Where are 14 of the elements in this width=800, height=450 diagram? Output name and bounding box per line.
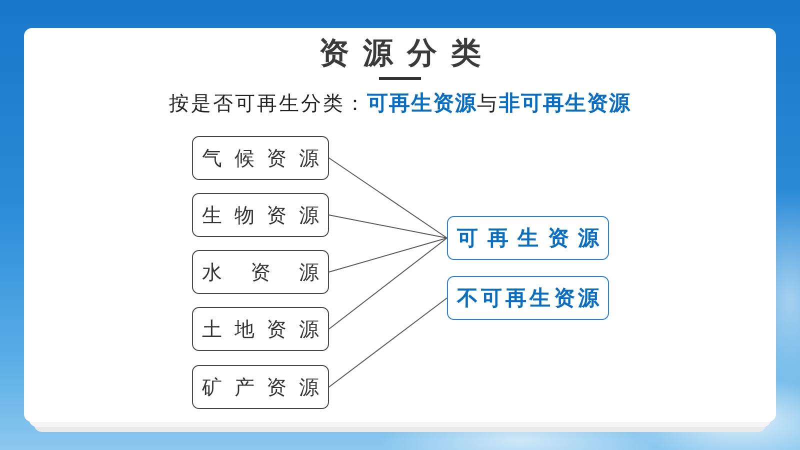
resource-box: 气候资源 [192,136,329,180]
subtitle: 按是否可再生分类：可再生资源与非可再生资源 [168,90,632,117]
title: 资源分类 [318,35,496,73]
connector-line [328,158,448,238]
resource-box: 土地资源 [192,307,329,351]
category-box: 可再生资源 [447,216,609,260]
resource-box: 生物资源 [192,193,329,237]
connector-line [328,298,448,388]
resource-box: 水资源 [192,250,329,294]
resource-box: 矿产资源 [192,365,329,409]
connector-line [328,214,448,238]
connector-line [328,238,448,330]
category-box: 不可再生资源 [447,276,609,320]
connector-line [328,238,448,272]
